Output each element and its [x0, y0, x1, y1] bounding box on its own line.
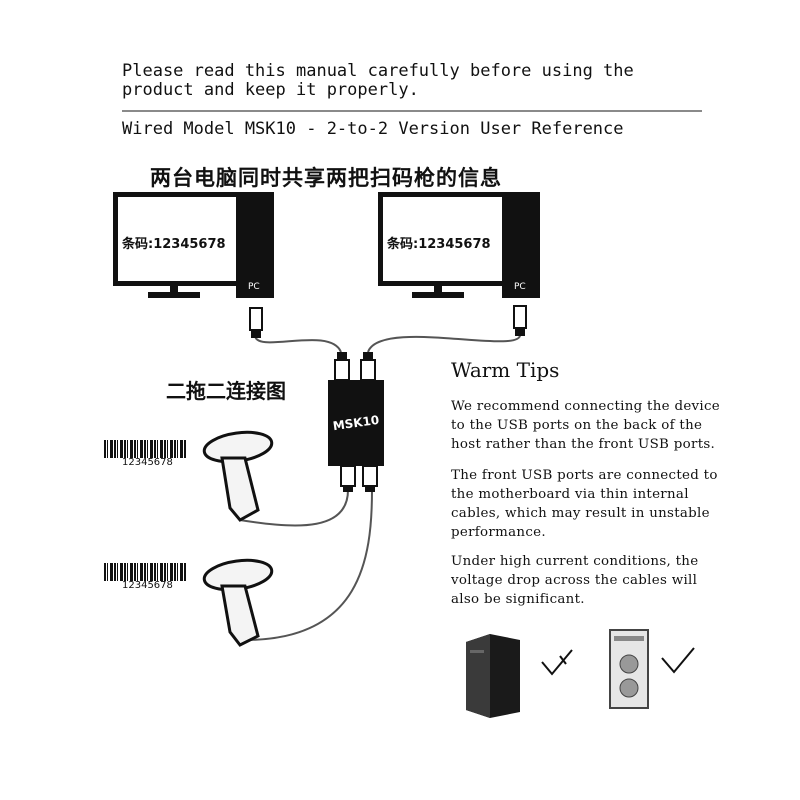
barcode-bottom	[104, 563, 186, 581]
usb-plug-icon	[513, 305, 527, 336]
usb-plug-icon	[362, 465, 378, 492]
usb-plug-icon	[249, 307, 263, 338]
msk10-device	[328, 380, 384, 466]
barcode-scanner-icon	[202, 430, 274, 522]
cable-scanner-bottom	[244, 489, 373, 641]
pc-tower-left: PC	[236, 192, 274, 298]
monitor-left: 条码:12345678	[113, 192, 251, 286]
cable-pc-right	[367, 334, 521, 353]
monitor-right: 条码:12345678	[378, 192, 516, 286]
tip-paragraph-2: The front USB ports are connected to the…	[451, 468, 718, 540]
barcode-bottom-number: 12345678	[122, 580, 173, 591]
barcode-top	[104, 440, 186, 458]
device-label: MSK10	[331, 412, 381, 434]
pc-tower-icon	[609, 629, 649, 709]
barcode-top-number: 12345678	[122, 457, 173, 468]
usb-plug-icon	[340, 465, 356, 492]
barcode-scanner-icon	[202, 558, 274, 647]
cable-pc-left	[254, 334, 342, 353]
device-label-wrap: MSK10	[328, 380, 384, 466]
monitor-right-text: 条码:12345678	[387, 237, 491, 252]
header-divider	[122, 110, 702, 112]
tip-paragraph-1: We recommend connecting the device to th…	[451, 399, 721, 452]
pc-tower-icon	[466, 634, 520, 718]
check-icon	[541, 649, 573, 676]
tips-heading: Warm Tips	[451, 358, 560, 382]
pc-tower-right: PC	[502, 192, 540, 298]
cable-scanner-top	[239, 489, 349, 527]
pc-label-right: PC	[514, 282, 526, 292]
usb-plug-icon	[334, 352, 350, 381]
pc-label-left: PC	[248, 282, 260, 292]
tip-paragraph-3: Under high current conditions, the volta…	[451, 554, 699, 607]
diagram-title: 两台电脑同时共享两把扫码枪的信息	[150, 166, 502, 190]
check-icon	[661, 647, 695, 674]
model-title: Wired Model MSK10 - 2-to-2 Version User …	[122, 119, 624, 139]
intro-text: Please read this manual carefully before…	[122, 61, 634, 100]
usb-plug-icon	[360, 352, 376, 381]
diagram-subtitle: 二拖二连接图	[166, 379, 286, 403]
monitor-left-text: 条码:12345678	[122, 237, 226, 252]
